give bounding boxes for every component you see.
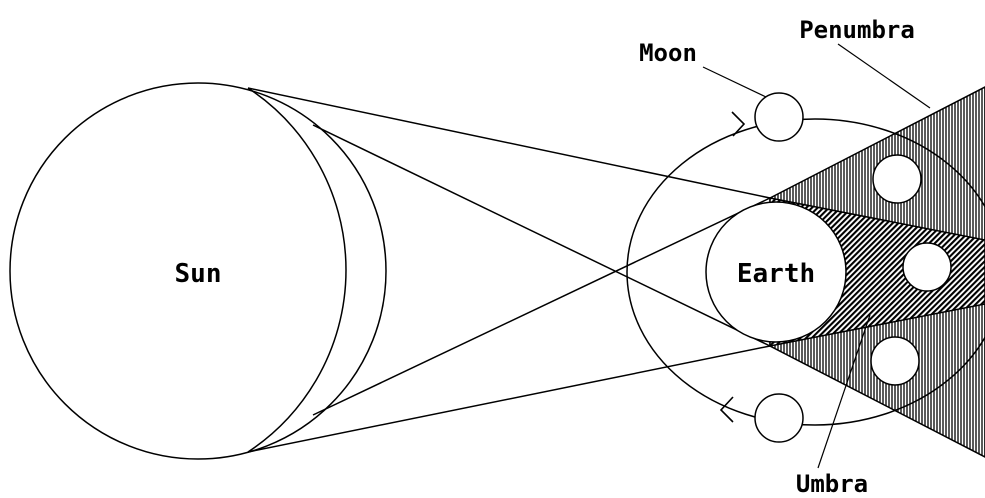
moon-circle-umbra: [903, 243, 951, 291]
moon-circle-upper-penumbra: [873, 155, 921, 203]
moon-leader-line: [703, 67, 766, 97]
moon-circle-bottom: [755, 394, 803, 442]
moon-circle-top: [755, 93, 803, 141]
moon-label: Moon: [639, 39, 697, 67]
umbra-label: Umbra: [796, 470, 868, 498]
earth-label: Earth: [737, 259, 815, 289]
sun-label: Sun: [175, 259, 222, 289]
moon-circle-lower-penumbra: [871, 337, 919, 385]
penumbra-label: Penumbra: [799, 16, 915, 44]
penumbra-leader-line: [838, 44, 930, 108]
